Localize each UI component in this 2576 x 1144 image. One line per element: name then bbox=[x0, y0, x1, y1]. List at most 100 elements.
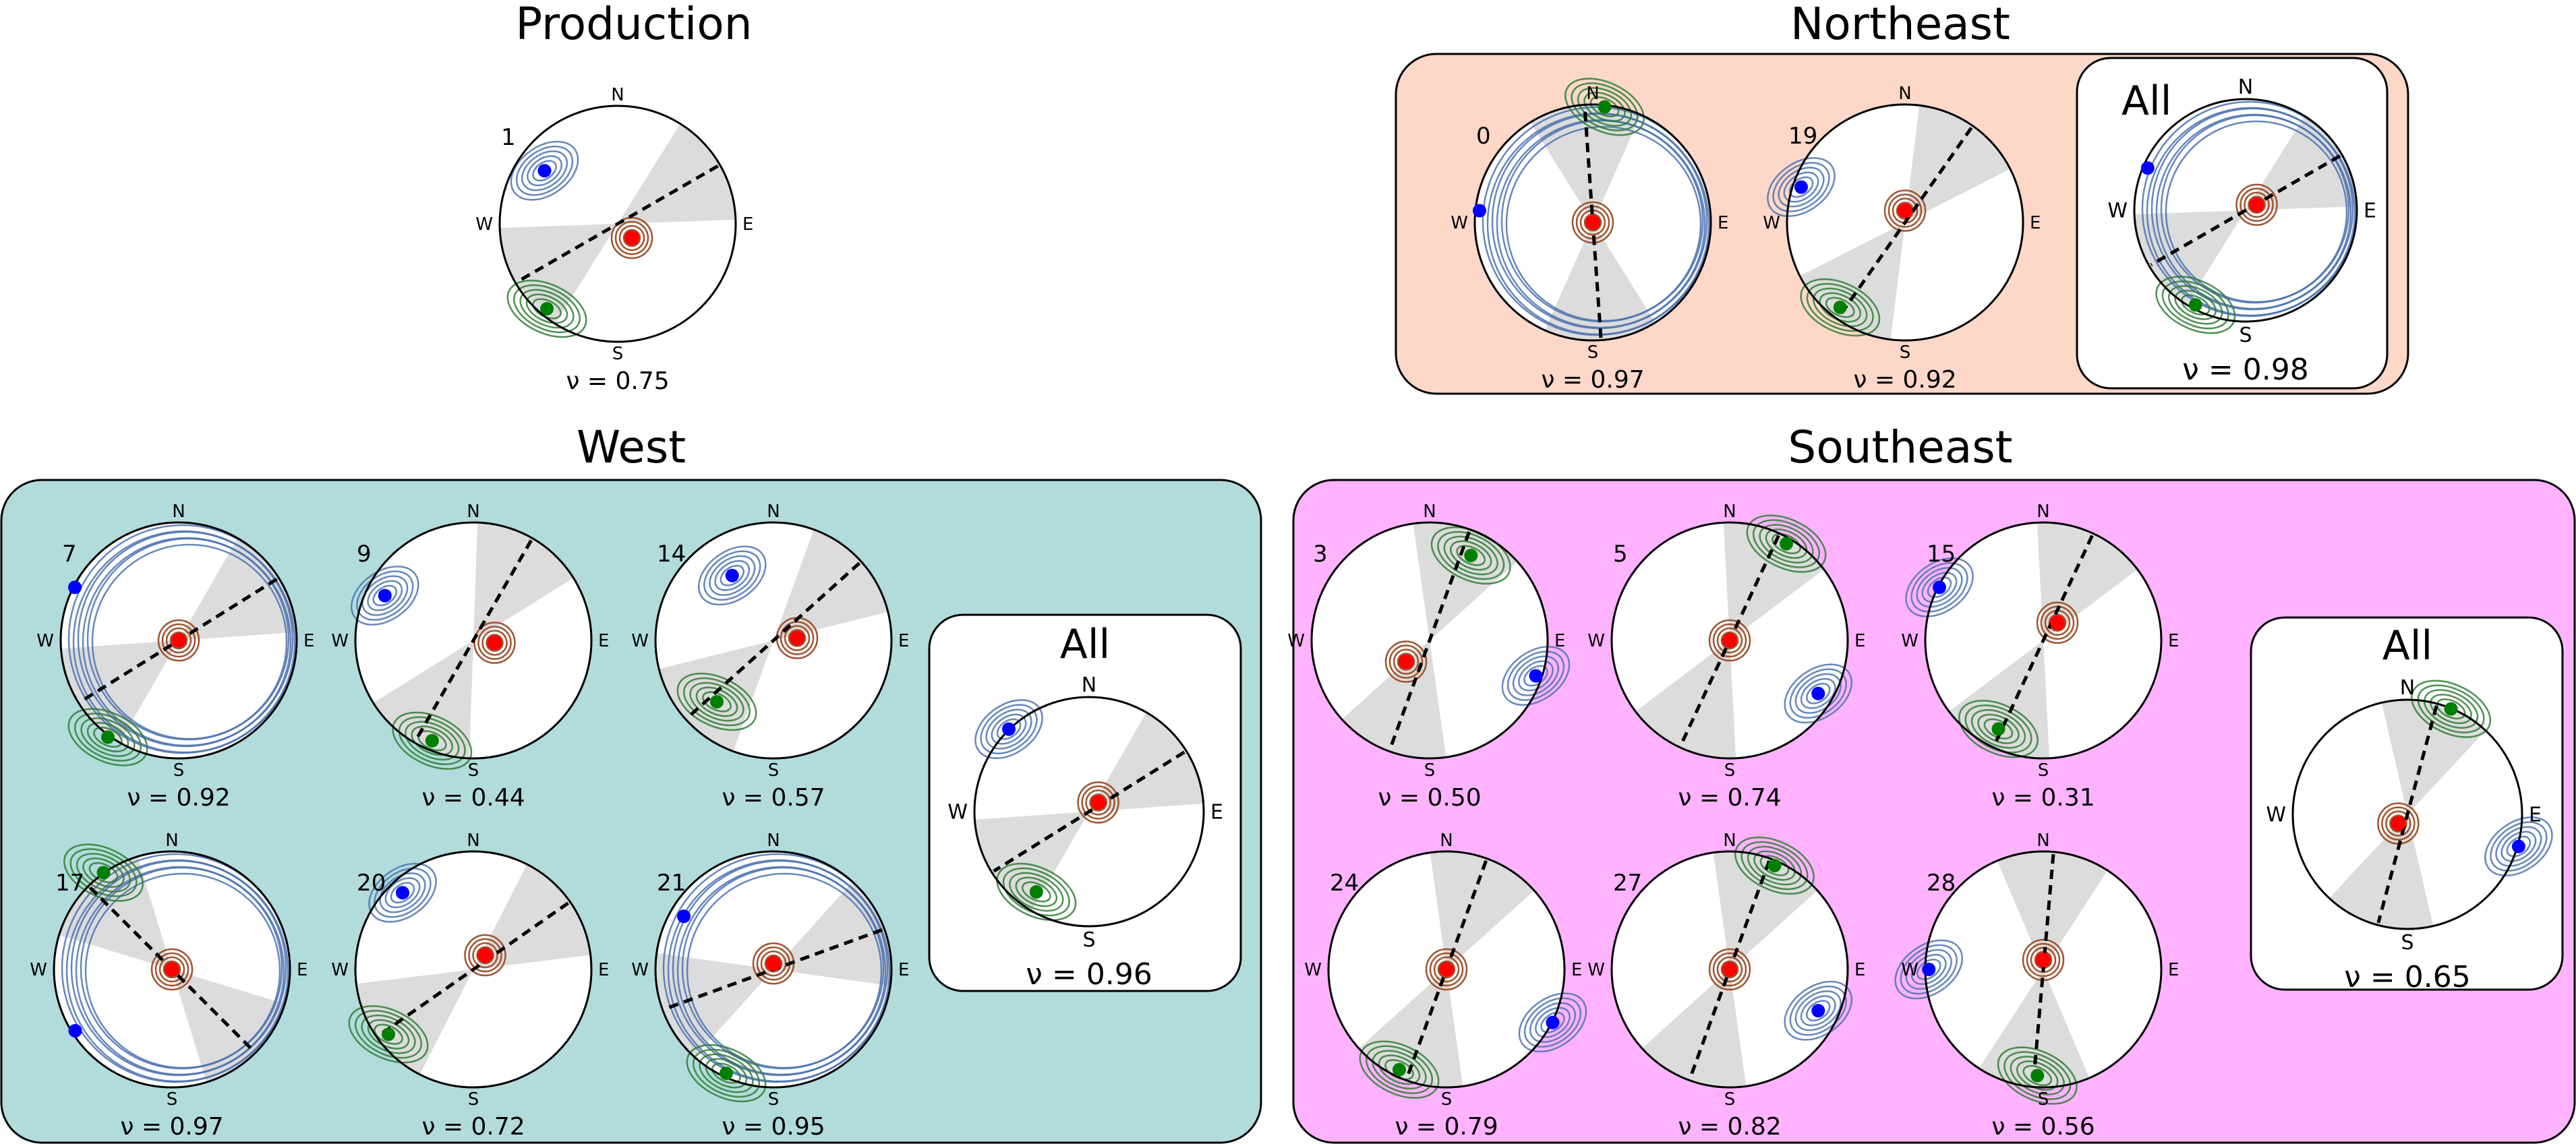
sector-wedge bbox=[373, 640, 473, 758]
group-title: West bbox=[577, 421, 686, 473]
blue-axis-point bbox=[537, 164, 552, 178]
blue-contour bbox=[703, 550, 761, 601]
green-contour bbox=[1970, 709, 2026, 749]
blue-contour bbox=[527, 155, 562, 187]
blue-axis-point bbox=[2511, 839, 2525, 853]
red-contour bbox=[1397, 653, 1415, 671]
compass-w: W bbox=[30, 960, 47, 980]
nu-value: ν = 0.92 bbox=[127, 784, 230, 812]
blue-contour bbox=[1784, 980, 1853, 1041]
compass-s: S bbox=[2038, 760, 2049, 781]
red-contour bbox=[2036, 601, 2079, 644]
net-outline bbox=[1473, 103, 1712, 342]
red-contour bbox=[161, 623, 196, 658]
green-contour bbox=[398, 716, 466, 765]
net-index: 3 bbox=[1313, 541, 1328, 568]
red-contour bbox=[468, 938, 502, 973]
compass-e: E bbox=[742, 214, 753, 235]
compass-s: S bbox=[2038, 1089, 2049, 1110]
blue-contour bbox=[709, 555, 756, 596]
net-outline bbox=[1924, 521, 2163, 760]
compass-w: W bbox=[1587, 631, 1605, 651]
net-index: 24 bbox=[1330, 870, 1359, 897]
red-axis-point bbox=[1439, 962, 1454, 977]
fault-plane-trace bbox=[378, 901, 569, 1037]
blue-contour bbox=[384, 877, 421, 909]
blue-contour bbox=[1789, 985, 1847, 1036]
green-contour bbox=[2174, 289, 2217, 320]
nu-value: ν = 0.72 bbox=[421, 1113, 525, 1141]
sector-wedge bbox=[1635, 640, 1736, 758]
red-axis-point bbox=[1090, 795, 1106, 810]
compass-s: S bbox=[1424, 760, 1436, 781]
blue-contour bbox=[368, 862, 437, 923]
compass-w: W bbox=[1451, 213, 1468, 233]
net-index: 28 bbox=[1927, 870, 1956, 897]
net-outline bbox=[53, 850, 291, 1089]
red-axis-point bbox=[477, 948, 493, 963]
blue-contour bbox=[532, 160, 557, 182]
red-axis-point bbox=[165, 962, 179, 977]
green-contour bbox=[82, 857, 125, 888]
compass-w: W bbox=[1901, 960, 1919, 980]
compass-n: N bbox=[1082, 673, 1096, 697]
red-axis-point bbox=[2391, 816, 2406, 831]
blue-contour bbox=[2490, 821, 2548, 872]
compass-n: N bbox=[767, 831, 780, 851]
sector-wedge bbox=[61, 640, 179, 743]
sector-wedge bbox=[773, 529, 888, 640]
blue-contour bbox=[521, 150, 568, 191]
green-axis-point bbox=[1780, 537, 1793, 551]
fault-plane-trace bbox=[1837, 127, 1973, 318]
compass-e: E bbox=[1854, 631, 1865, 651]
blue-axis-point bbox=[378, 589, 392, 603]
green-contour bbox=[1825, 297, 1855, 318]
compass-n: N bbox=[467, 831, 479, 851]
green-contour bbox=[1021, 881, 1051, 903]
green-contour bbox=[1450, 540, 1492, 571]
red-contour bbox=[1883, 189, 1927, 232]
blue-contour bbox=[1783, 171, 1819, 203]
green-axis-point bbox=[720, 1066, 733, 1080]
blue-contour bbox=[1805, 1000, 1831, 1022]
net-outline bbox=[59, 521, 298, 760]
red-axis-point bbox=[2249, 197, 2264, 212]
blue-contour bbox=[1789, 668, 1847, 719]
red-contour bbox=[2048, 613, 2067, 632]
fault-plane-trace bbox=[414, 539, 533, 742]
red-contour bbox=[464, 934, 506, 977]
green-contour bbox=[354, 1010, 423, 1059]
blue-contour bbox=[1506, 651, 1565, 701]
blue-contour bbox=[2500, 831, 2537, 862]
fault-plane-trace bbox=[993, 750, 1185, 873]
compass-n: N bbox=[2238, 76, 2253, 99]
red-contour bbox=[1085, 789, 1111, 816]
red-contour bbox=[1429, 952, 1464, 987]
blue-contour bbox=[1529, 1002, 1577, 1043]
compass-e: E bbox=[297, 960, 308, 980]
blue-contour bbox=[1910, 953, 1947, 986]
group-title: Southeast bbox=[1788, 421, 2012, 473]
green-contour bbox=[1372, 1050, 1427, 1090]
blue-contour bbox=[1512, 655, 1560, 696]
red-axis-point bbox=[2036, 953, 2051, 967]
red-contour bbox=[2381, 806, 2416, 841]
nu-value: ν = 0.31 bbox=[1991, 784, 2095, 812]
compass-e: E bbox=[898, 960, 909, 980]
red-contour bbox=[1708, 948, 1751, 991]
blue-contour bbox=[91, 543, 288, 740]
compass-n: N bbox=[767, 502, 780, 522]
blue-contour bbox=[1540, 1011, 1565, 1033]
blue-axis-point bbox=[677, 909, 691, 924]
blue-contour bbox=[372, 584, 398, 607]
blue-contour bbox=[350, 566, 419, 626]
compass-s: S bbox=[1082, 928, 1095, 952]
blue-axis-point bbox=[1473, 204, 1486, 218]
